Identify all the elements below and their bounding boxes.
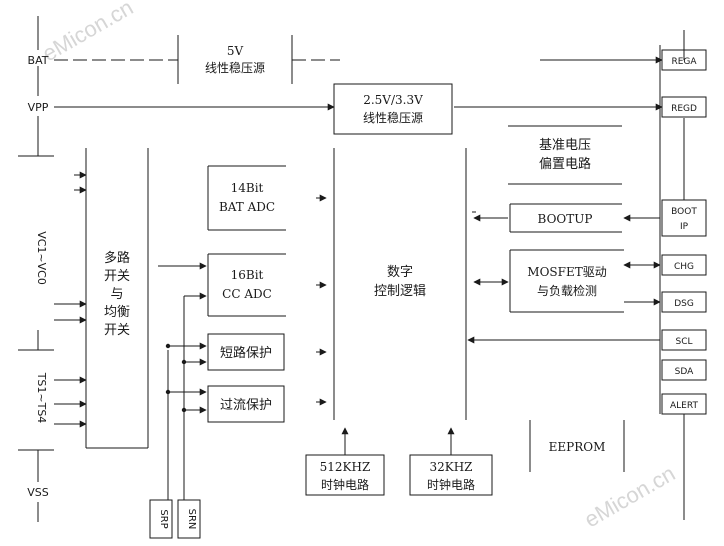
- mosfet-line2: 与负载检测: [537, 283, 597, 298]
- pin-scl-label: SCL: [675, 337, 692, 347]
- ref-line2: 偏置电路: [539, 156, 591, 172]
- logic-line1: 数字: [387, 265, 413, 280]
- ldo-5v-line1: 5V: [227, 44, 244, 58]
- clk32-line1: 32KHZ: [429, 460, 472, 474]
- adc14-line1: 14Bit: [231, 181, 264, 195]
- pin-rega-label: REGA: [671, 57, 697, 67]
- eeprom-label: EEPROM: [549, 440, 606, 454]
- pin-srn-label: SRN: [186, 509, 197, 530]
- pin-ts-label: TS1~TS4: [35, 372, 48, 424]
- pin-chg-label: CHG: [674, 262, 694, 272]
- adc16-line1: 16Bit: [231, 268, 264, 282]
- bootup-label: BOOTUP: [538, 212, 593, 226]
- adc14-line2: BAT ADC: [219, 200, 275, 214]
- logic-line2: 控制逻辑: [374, 284, 426, 299]
- pin-vss-label: VSS: [27, 486, 49, 499]
- mux-line5: 开关: [104, 323, 130, 338]
- over-current-label: 过流保护: [220, 398, 272, 413]
- pin-vc-label: VC1~VC0: [35, 231, 48, 285]
- ref-line1: 基准电压: [539, 138, 591, 153]
- mux-line2: 开关: [104, 269, 130, 284]
- ldo-5v-line2: 线性稳压源: [205, 60, 265, 75]
- ldo-25-line2: 线性稳压源: [363, 110, 423, 125]
- pin-ip-label: IP: [680, 222, 689, 232]
- pin-srp-label: SRP: [158, 509, 169, 528]
- short-protect-label: 短路保护: [220, 345, 272, 361]
- pin-regd-label: REGD: [671, 104, 697, 114]
- clk512-line2: 时钟电路: [321, 477, 369, 492]
- mux-line4: 均衡: [104, 305, 130, 320]
- ldo-25-line1: 2.5V/3.3V: [363, 93, 423, 107]
- mux-line1: 多路: [104, 250, 130, 266]
- pin-dsg-label: DSG: [674, 299, 694, 309]
- watermark-bottom: eMicon.cn: [580, 461, 679, 533]
- pin-boot-label: BOOT: [671, 207, 697, 217]
- mosfet-line1: MOSFET驱动: [527, 265, 606, 279]
- watermark-top: eMicon.cn: [38, 0, 137, 66]
- mux-line3: 与: [110, 287, 123, 302]
- clk512-line1: 512KHZ: [320, 460, 371, 474]
- pin-vpp-label: VPP: [28, 101, 49, 114]
- pin-sda-label: SDA: [675, 367, 694, 377]
- pin-alert-label: ALERT: [670, 401, 698, 411]
- adc16-line2: CC ADC: [222, 287, 272, 301]
- clk32-line2: 时钟电路: [427, 477, 475, 492]
- pin-bat-label: BAT: [28, 54, 49, 67]
